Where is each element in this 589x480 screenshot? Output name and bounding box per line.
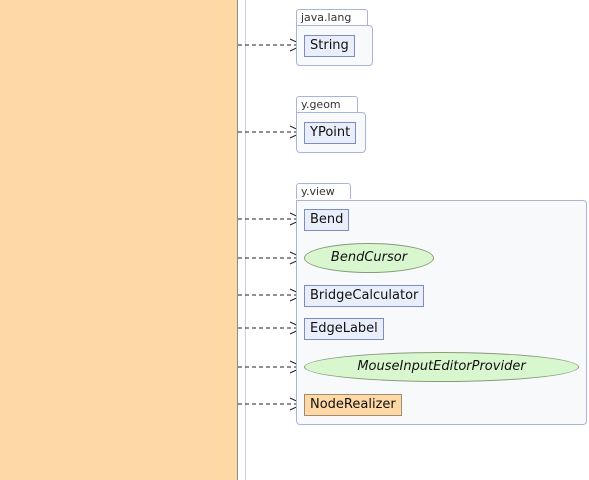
column-divider [245,0,246,480]
interface-bendcursor[interactable]: BendCursor [304,243,434,273]
package-tab-y-geom: y.geom [296,96,358,112]
focus-class-box[interactable] [0,0,238,480]
interface-mouseinputeditorprovider[interactable]: MouseInputEditorProvider [304,352,579,382]
package-y-view [296,200,587,425]
class-edgelabel[interactable]: EdgeLabel [304,318,384,340]
class-ypoint[interactable]: YPoint [304,122,357,144]
class-bend[interactable]: Bend [304,209,350,231]
class-bridgecalculator[interactable]: BridgeCalculator [304,285,425,307]
class-noderealizer[interactable]: NodeRealizer [304,394,402,416]
class-string[interactable]: String [304,35,355,57]
package-tab-java-lang: java.lang [296,9,368,25]
package-tab-y-view: y.view [296,183,351,199]
